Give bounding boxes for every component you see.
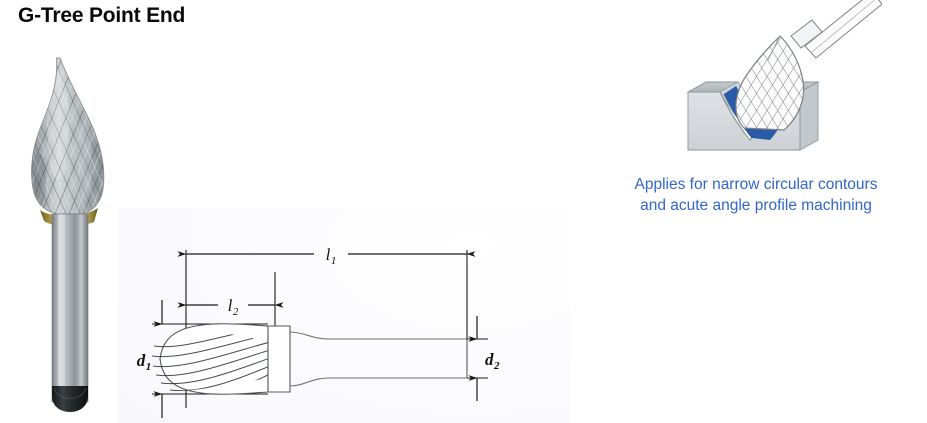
dimension-d2: d2 bbox=[468, 316, 500, 401]
dimension-label-l2: l2 bbox=[228, 296, 239, 318]
application-caption-line-2: and acute angle profile machining bbox=[640, 197, 872, 214]
application-caption: Applies for narrow circular contours and… bbox=[588, 174, 924, 216]
technical-dimension-drawing: l1 l2 d1 d2 bbox=[137, 245, 500, 418]
dimension-d1: d1 bbox=[137, 300, 163, 418]
product-photo-tree-point-end-burr bbox=[22, 52, 130, 418]
shank-end bbox=[52, 386, 88, 412]
dimension-label-d2: d2 bbox=[485, 350, 500, 372]
dimension-l1: l1 bbox=[177, 245, 476, 267]
dimension-label-l1: l1 bbox=[326, 245, 337, 267]
page-title: G-Tree Point End bbox=[18, 4, 186, 27]
dimension-label-d1: d1 bbox=[137, 351, 152, 373]
tool-body-outline bbox=[152, 323, 468, 395]
dimension-l2: l2 bbox=[177, 296, 284, 318]
tree-point-end-carbide-burr-photo bbox=[31, 57, 105, 412]
technical-drawing-panel: l1 l2 d1 d2 bbox=[118, 208, 570, 423]
burr-machining-v-groove-illustration bbox=[686, 0, 882, 151]
application-caption-line-1: Applies for narrow circular contours bbox=[634, 176, 878, 193]
burr-shank bbox=[52, 214, 88, 402]
application-illustration bbox=[666, 0, 882, 162]
